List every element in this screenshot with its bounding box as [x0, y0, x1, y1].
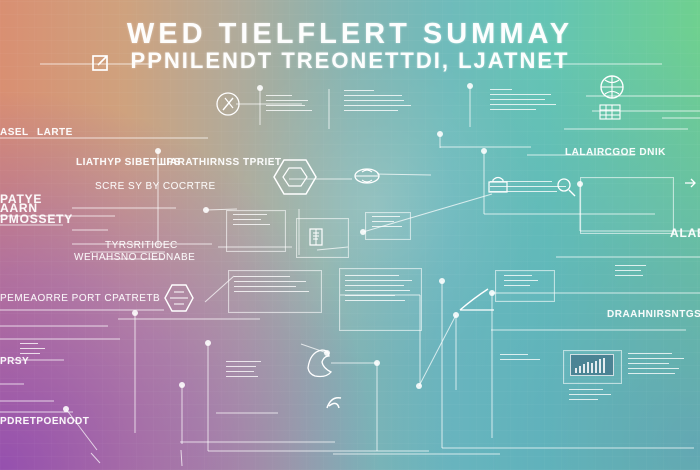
label-right-mid: ALAES — [670, 226, 700, 240]
pen-icon — [92, 55, 108, 71]
text-block-1 — [266, 95, 316, 115]
info-panel-6 — [580, 177, 674, 234]
info-panel-8 — [563, 350, 622, 384]
text-block-4 — [233, 214, 278, 229]
label-left-mid-2: AARN — [0, 201, 38, 215]
info-panel-5 — [339, 268, 422, 331]
text-block-10 — [504, 275, 548, 290]
chart-icon — [459, 288, 494, 311]
text-block-6 — [234, 276, 314, 296]
label-center-left-1: LIATHYP SIBETLIPS — [76, 157, 181, 168]
text-block-8 — [615, 265, 655, 280]
brain-icon — [354, 168, 380, 184]
page-title: WED TIELFLERT SUMMAY — [126, 18, 574, 50]
text-block-14 — [569, 389, 615, 404]
mini-bar-chart — [570, 354, 614, 376]
text-block-7 — [345, 275, 415, 305]
document-icon — [309, 228, 323, 246]
label-center-left-5: WEHAHSNO CIEDNABE — [74, 252, 196, 263]
info-panel-4 — [228, 270, 322, 313]
label-left-top-1: ASEL — [0, 127, 29, 138]
lock-icon — [488, 176, 508, 193]
label-right-top: LALAIRCGOE DNIK — [565, 147, 666, 158]
label-center-left-3: SCRE SY BY COCRTRE — [95, 181, 216, 192]
label-left-bottom-2: PDRETPOENODT — [0, 416, 90, 427]
info-panel-1 — [226, 210, 286, 252]
text-block-2 — [344, 90, 414, 115]
info-panel-3 — [365, 212, 411, 240]
text-block-9 — [628, 353, 688, 378]
hand-icon — [307, 349, 333, 378]
label-left-lower: PEMEAORRE PORT CPATRETB — [0, 293, 161, 304]
hexagon-icon — [164, 284, 194, 312]
text-block-3 — [490, 89, 560, 114]
text-block-13 — [226, 361, 266, 381]
text-block-5 — [372, 216, 406, 231]
globe-icon — [600, 75, 624, 99]
info-panel-7 — [495, 270, 555, 302]
label-left-bottom-1: PRSY — [0, 356, 30, 367]
label-left-mid-3: PMOSSETY — [0, 212, 74, 226]
search-icon — [557, 178, 576, 197]
label-left-top-2: LARTE — [37, 127, 73, 138]
text-block-15 — [500, 354, 548, 364]
text-block-11 — [490, 181, 570, 196]
text-block-12 — [20, 343, 48, 358]
cursor-icon — [326, 396, 342, 409]
label-center-left-2: LIARATHIRNSS TPRIET — [160, 157, 282, 168]
page-subtitle: PPNILENDT TREONETTDI, LJATNET — [130, 48, 570, 73]
label-left-mid-1: PATYE — [0, 192, 43, 206]
info-panel-2 — [296, 218, 349, 258]
hexagon-icon — [273, 159, 317, 195]
label-right-lower: DRAAHNIRSNTGS — [607, 309, 700, 320]
label-center-left-4: TYRSRITIOEC — [105, 240, 178, 251]
grid-icon — [599, 104, 621, 120]
settings-icon — [216, 92, 240, 116]
arrow-icon — [685, 178, 696, 188]
